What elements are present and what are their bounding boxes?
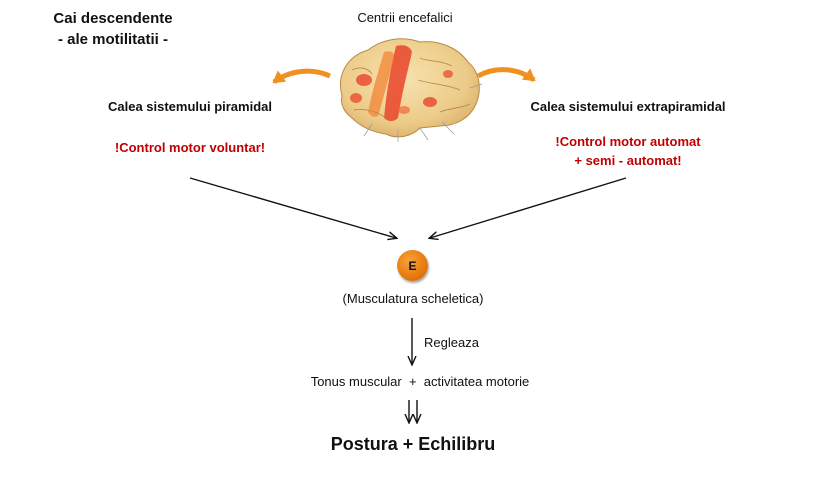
arrow-extrapyramidal-to-effector [430, 177, 627, 238]
regulates-label: Regleaza [424, 335, 479, 350]
extrapyramidal-note-line-1: !Control motor automat [555, 134, 701, 149]
brain-illustration [340, 38, 483, 142]
title-line-1: Cai descendente [53, 10, 173, 27]
effector-node: E [397, 250, 428, 281]
extrapyramidal-note-line-2: + semi - automat! [574, 153, 682, 168]
extrapyramidal-path-label: Calea sistemului extrapiramidal [530, 99, 726, 114]
double-down-arrow [409, 400, 417, 422]
pyramidal-note: !Control motor voluntar! [114, 140, 266, 155]
regulation-result: Tonus muscular + activitatea motorie [310, 374, 530, 389]
effector-label: (Musculatura scheletica) [342, 291, 484, 306]
brain-centers-label: Centrii encefalici [357, 10, 453, 25]
effector-symbol: E [408, 258, 417, 273]
extrapyramidal-note: !Control motor automat + semi - automat! [508, 132, 748, 170]
orange-arrow-right [476, 67, 536, 83]
diagram-title: Cai descendente - ale motilitatii - [28, 8, 198, 50]
arrow-pyramidal-to-effector [189, 177, 396, 238]
title-line-2: - ale motilitatii - [57, 31, 168, 48]
outcome-label: Postura + Echilibru [330, 434, 496, 454]
orange-arrow-left [272, 68, 332, 85]
pyramidal-path-label: Calea sistemului piramidal [107, 99, 272, 114]
